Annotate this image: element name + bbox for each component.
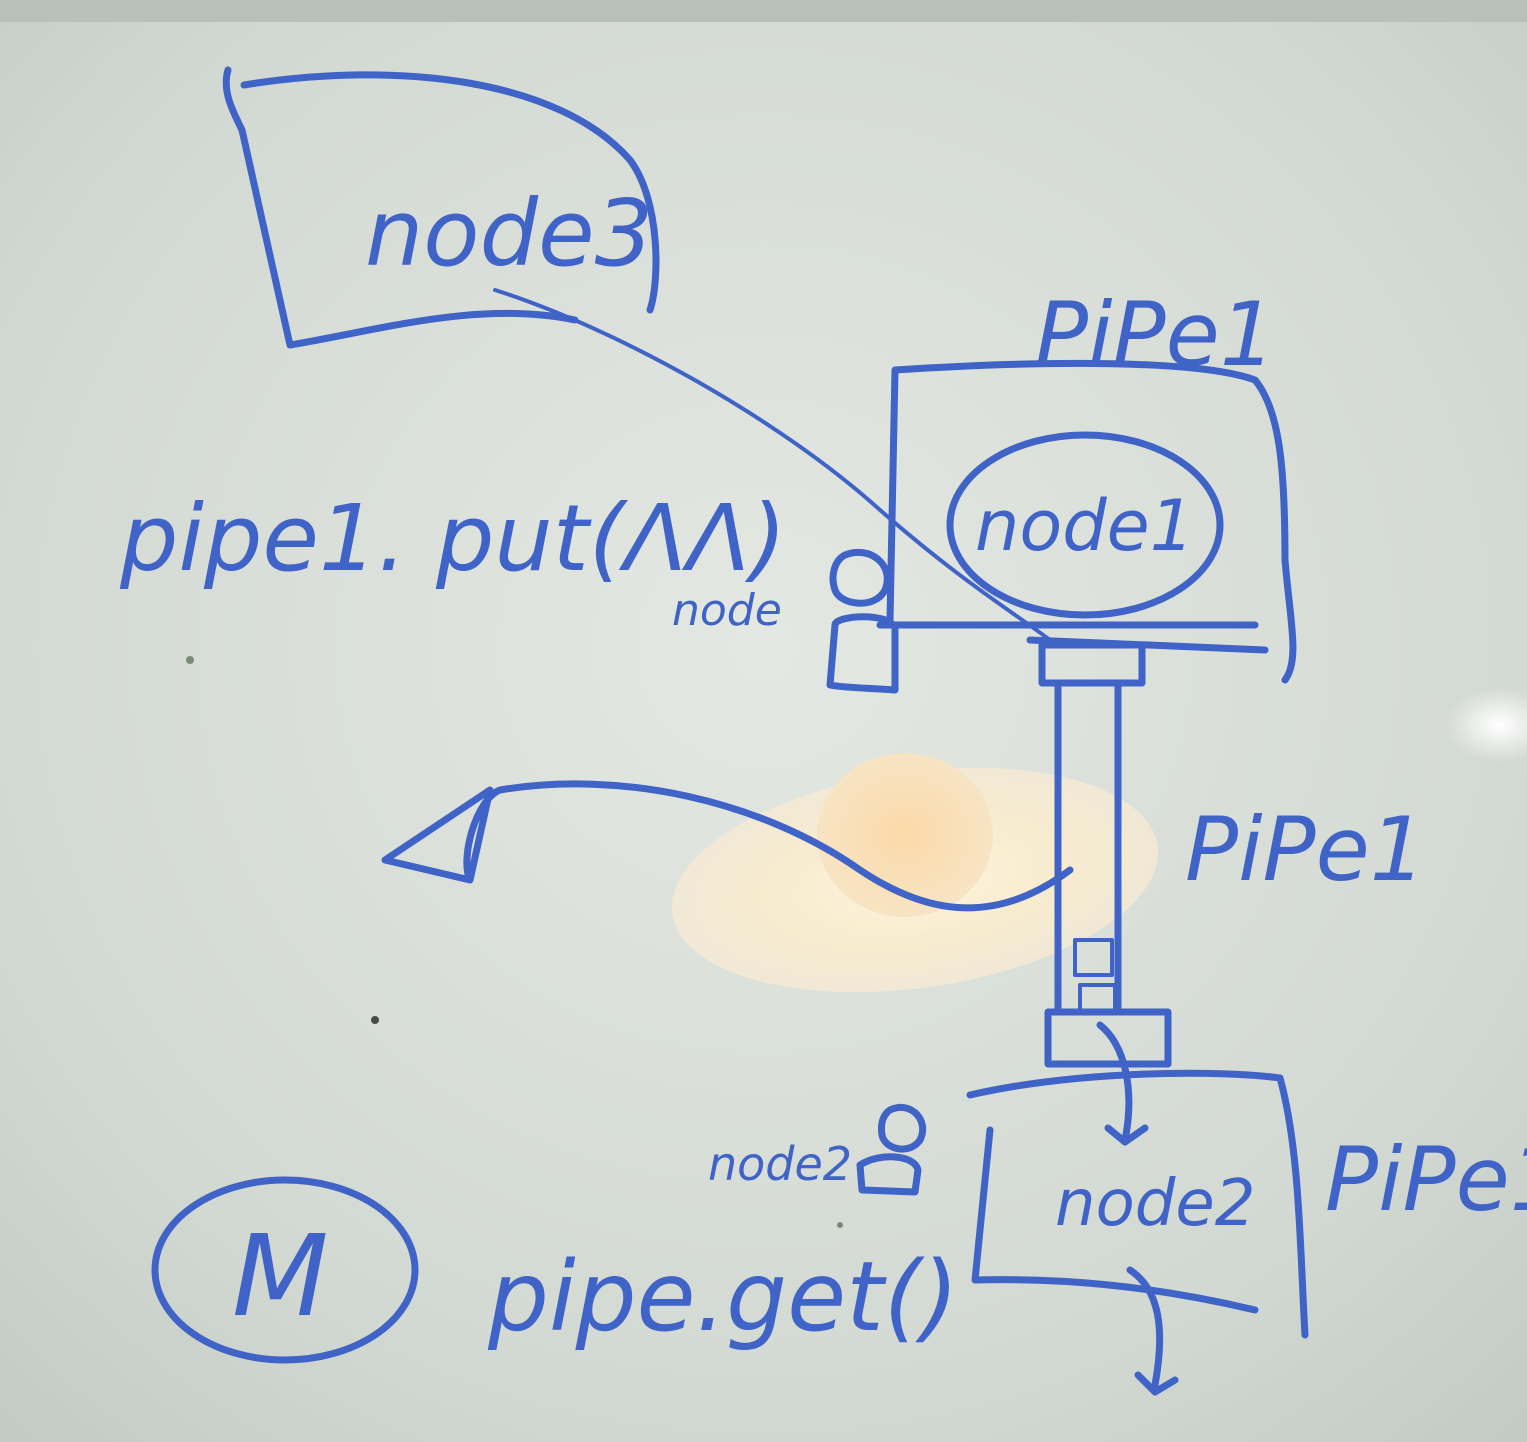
- pipe1-connector: [1038, 641, 1146, 687]
- pipe-lower-connector: [1044, 1008, 1172, 1068]
- down-arrow: [1096, 1021, 1149, 1146]
- node-small-label: node: [672, 585, 782, 636]
- pipe-bottom-label: PiPe1: [1325, 1128, 1527, 1231]
- node3-box: [222, 66, 660, 349]
- put-call-text: pipe1. put(ΛΛ): [119, 485, 786, 592]
- board-speck: [186, 656, 194, 664]
- board-top-frame: [0, 0, 1527, 22]
- pipe1-top-label: PiPe1: [1035, 283, 1276, 386]
- side-glare: [1445, 687, 1527, 763]
- node1-circle: [946, 431, 1224, 619]
- pipe-bottom-box: [966, 1069, 1309, 1339]
- pipe1-box: [886, 359, 1297, 684]
- pipe1-vertical: [1054, 681, 1122, 1016]
- board-speck: [837, 1222, 843, 1228]
- node3-label: node3: [365, 180, 653, 287]
- node-figure: [826, 548, 899, 694]
- node1-label: node1: [975, 485, 1194, 567]
- output-arrow: [1126, 1266, 1179, 1396]
- light-bulb-reflection: [817, 753, 993, 917]
- get-call-text: pipe.get(): [487, 1241, 959, 1353]
- board-speck: [371, 1016, 379, 1024]
- triangle-doodle: [381, 780, 1074, 912]
- pipe1-mid-label: PiPe1: [1185, 798, 1426, 901]
- m-circle: [151, 1176, 419, 1364]
- node2-in-box-label: node2: [1055, 1167, 1255, 1241]
- node2-figure: [856, 1103, 927, 1196]
- node3-to-pipe1-arrow: [493, 288, 1052, 642]
- node2-small-label: node2: [708, 1137, 852, 1191]
- m-circle-label: M: [232, 1212, 329, 1342]
